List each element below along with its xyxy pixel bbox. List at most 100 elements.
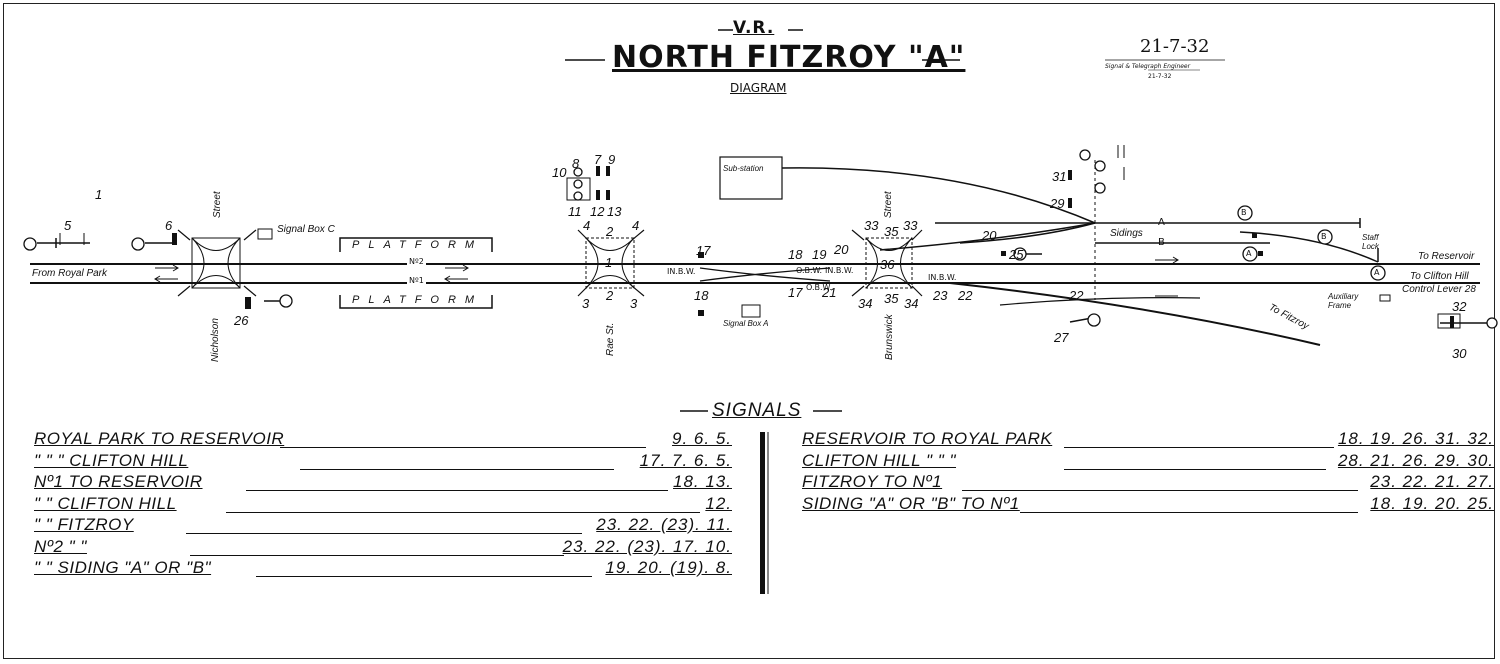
signal-route-label: " " CLIFTON HILL bbox=[34, 494, 177, 513]
signal-32-label: 32 bbox=[1452, 299, 1467, 314]
signal-route-levers: 28. 21. 26. 29. 30. bbox=[1337, 451, 1494, 470]
signal-6-label: 6 bbox=[165, 218, 173, 233]
auxiliary-frame-label: Auxiliary Frame bbox=[1328, 292, 1359, 310]
ibw-label-mid: IN.B.W. bbox=[825, 266, 854, 275]
signal-17a-label: 17 bbox=[696, 243, 711, 258]
signal-19-label: 19 bbox=[812, 247, 827, 262]
signal-26-label: 26 bbox=[234, 313, 249, 328]
signal-route-row: CLIFTON HILL " " " 28. 21. 26. 29. 30. bbox=[802, 451, 1494, 473]
sub-station-label: Sub-station bbox=[723, 164, 764, 173]
signal-route-row: " " " CLIFTON HILL 17. 7. 6. 5. bbox=[34, 451, 732, 473]
signal-route-label: " " " CLIFTON HILL bbox=[34, 451, 189, 470]
leader-line bbox=[186, 532, 582, 534]
leader-line bbox=[962, 489, 1358, 491]
leader-line bbox=[1020, 511, 1358, 513]
signal-25-label: 25 bbox=[1009, 247, 1024, 262]
leader-line bbox=[1064, 446, 1334, 448]
signal-route-row: Nº1 TO RESERVOIR 18. 13. bbox=[34, 472, 732, 494]
siding-b-label: B bbox=[1158, 237, 1165, 248]
leader-line bbox=[246, 489, 668, 491]
signal-11-label: 11 bbox=[568, 204, 582, 219]
signal-5-label: 5 bbox=[64, 218, 72, 233]
lever-33b-label: 33 bbox=[903, 218, 918, 233]
page-subtitle: DIAGRAM bbox=[730, 81, 787, 95]
signal-route-label: FITZROY TO Nº1 bbox=[802, 472, 943, 491]
lever-35b-label: 35 bbox=[884, 291, 899, 306]
signal-route-label: RESERVOIR TO ROYAL PARK bbox=[802, 429, 1053, 448]
signal-30-label: 30 bbox=[1452, 346, 1467, 361]
signal-22b-label: 22 bbox=[1069, 288, 1084, 303]
leader-line bbox=[256, 575, 592, 577]
signal-route-levers: 9. 6. 5. bbox=[672, 429, 732, 448]
signal-10-label: 10 bbox=[552, 165, 567, 180]
signal-27-label: 27 bbox=[1054, 330, 1069, 345]
to-reservoir-label: To Reservoir bbox=[1418, 251, 1475, 262]
lever-33a-label: 33 bbox=[864, 218, 879, 233]
drawing-border bbox=[3, 3, 1495, 659]
lever-4a-label: 4 bbox=[583, 218, 591, 233]
signal-route-row: SIDING "A" OR "B" TO Nº1 18. 19. 20. 25. bbox=[802, 494, 1494, 516]
leader-line bbox=[1064, 468, 1326, 470]
circle-b-right-label: B bbox=[1321, 232, 1327, 241]
obw-label-bottom: O.B.W. bbox=[806, 283, 833, 292]
signal-20b-label: 20 bbox=[982, 228, 997, 243]
signal-route-levers: 18. 19. 26. 31. 32. bbox=[1337, 429, 1494, 448]
signal-route-label: SIDING "A" OR "B" TO Nº1 bbox=[802, 494, 1020, 513]
drawing-date: 21-7-32 bbox=[1140, 36, 1210, 57]
lever-2a-label: 2 bbox=[606, 224, 614, 239]
signal-13-label: 13 bbox=[607, 204, 622, 219]
signal-route-levers: 18. 13. bbox=[673, 472, 732, 491]
lever-34a-label: 34 bbox=[858, 296, 873, 311]
nicholson-street-label: Nicholson bbox=[210, 318, 221, 362]
ibw-label-right: IN.B.W. bbox=[928, 273, 957, 282]
leader-line bbox=[226, 511, 700, 513]
signal-7-label: 7 bbox=[594, 152, 602, 167]
lever-34b-label: 34 bbox=[904, 296, 919, 311]
signal-route-row: " " CLIFTON HILL 12. bbox=[34, 494, 732, 516]
platform-upper-label: PLATFORM bbox=[352, 239, 484, 251]
lever-3a-label: 3 bbox=[582, 296, 590, 311]
signal-21-label: 21 bbox=[822, 285, 837, 300]
signal-18a-label: 18 bbox=[694, 288, 709, 303]
leader-line bbox=[190, 554, 564, 556]
signal-route-levers: 23. 22. 21. 27. bbox=[1370, 472, 1494, 491]
page-title: NORTH FITZROY "A" bbox=[612, 40, 966, 75]
signal-route-row: Nº2 " " 23. 22. (23). 17. 10. bbox=[34, 537, 732, 559]
signal-9-label: 9 bbox=[608, 152, 616, 167]
signal-route-label: Nº2 " " bbox=[34, 537, 87, 556]
leader-line bbox=[300, 468, 614, 470]
lever-4b-label: 4 bbox=[632, 218, 640, 233]
label-1: 1 bbox=[95, 187, 103, 202]
sidings-label: Sidings bbox=[1110, 228, 1143, 239]
signal-8-label: 8 bbox=[572, 156, 580, 171]
signal-route-levers: 19. 20. (19). 8. bbox=[605, 558, 732, 577]
signal-18b-label: 18 bbox=[788, 247, 803, 262]
signal-route-row: FITZROY TO Nº1 23. 22. 21. 27. bbox=[802, 472, 1494, 494]
brunswick-street-label: Brunswick bbox=[884, 314, 895, 360]
lever-1-label: 1 bbox=[605, 255, 613, 270]
control-lever-label: Control Lever 28 bbox=[1402, 284, 1476, 295]
street-label-right: Street bbox=[883, 191, 894, 218]
signal-20a-label: 20 bbox=[834, 242, 849, 257]
lever-3b-label: 3 bbox=[630, 296, 638, 311]
lever-2b-label: 2 bbox=[606, 288, 614, 303]
signal-route-levers: 23. 22. (23). 11. bbox=[596, 515, 732, 534]
ibw-label-left: IN.B.W. bbox=[667, 267, 696, 276]
signals-heading: SIGNALS bbox=[712, 400, 802, 421]
signal-route-label: ROYAL PARK TO RESERVOIR bbox=[34, 429, 285, 448]
lever-36-label: 36 bbox=[880, 257, 895, 272]
signal-29-label: 29 bbox=[1050, 196, 1065, 211]
signal-box-c-label: Signal Box C bbox=[277, 224, 335, 235]
to-clifton-hill-label: To Clifton Hill bbox=[1410, 271, 1469, 282]
signal-route-levers: 23. 22. (23). 17. 10. bbox=[562, 537, 732, 556]
leader-line bbox=[280, 446, 646, 448]
railway-mark: V.R. bbox=[733, 18, 775, 38]
siding-a-label: A bbox=[1158, 217, 1165, 228]
lever-35a-label: 35 bbox=[884, 224, 899, 239]
signal-route-row: " " FITZROY 23. 22. (23). 11. bbox=[34, 515, 732, 537]
circle-a-left-label: A bbox=[1246, 249, 1252, 258]
signal-route-label: " " FITZROY bbox=[34, 515, 134, 534]
signal-12-label: 12 bbox=[590, 204, 605, 219]
platform-lower-label: PLATFORM bbox=[352, 294, 484, 306]
street-label-left: Street bbox=[212, 191, 223, 218]
